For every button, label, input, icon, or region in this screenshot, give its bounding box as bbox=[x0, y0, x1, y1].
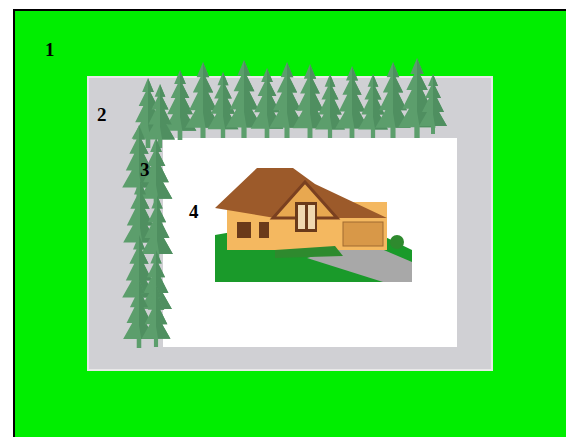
callout-number: 3 bbox=[140, 160, 150, 179]
callout-number: 2 bbox=[97, 105, 107, 124]
building-envelope bbox=[163, 138, 457, 347]
callout-number: 1 bbox=[45, 40, 55, 59]
lawn-area bbox=[14, 10, 566, 437]
callout-number: 4 bbox=[189, 202, 199, 221]
tree-row bbox=[164, 58, 447, 140]
tree-column bbox=[122, 78, 175, 348]
house-illustration bbox=[215, 168, 412, 282]
